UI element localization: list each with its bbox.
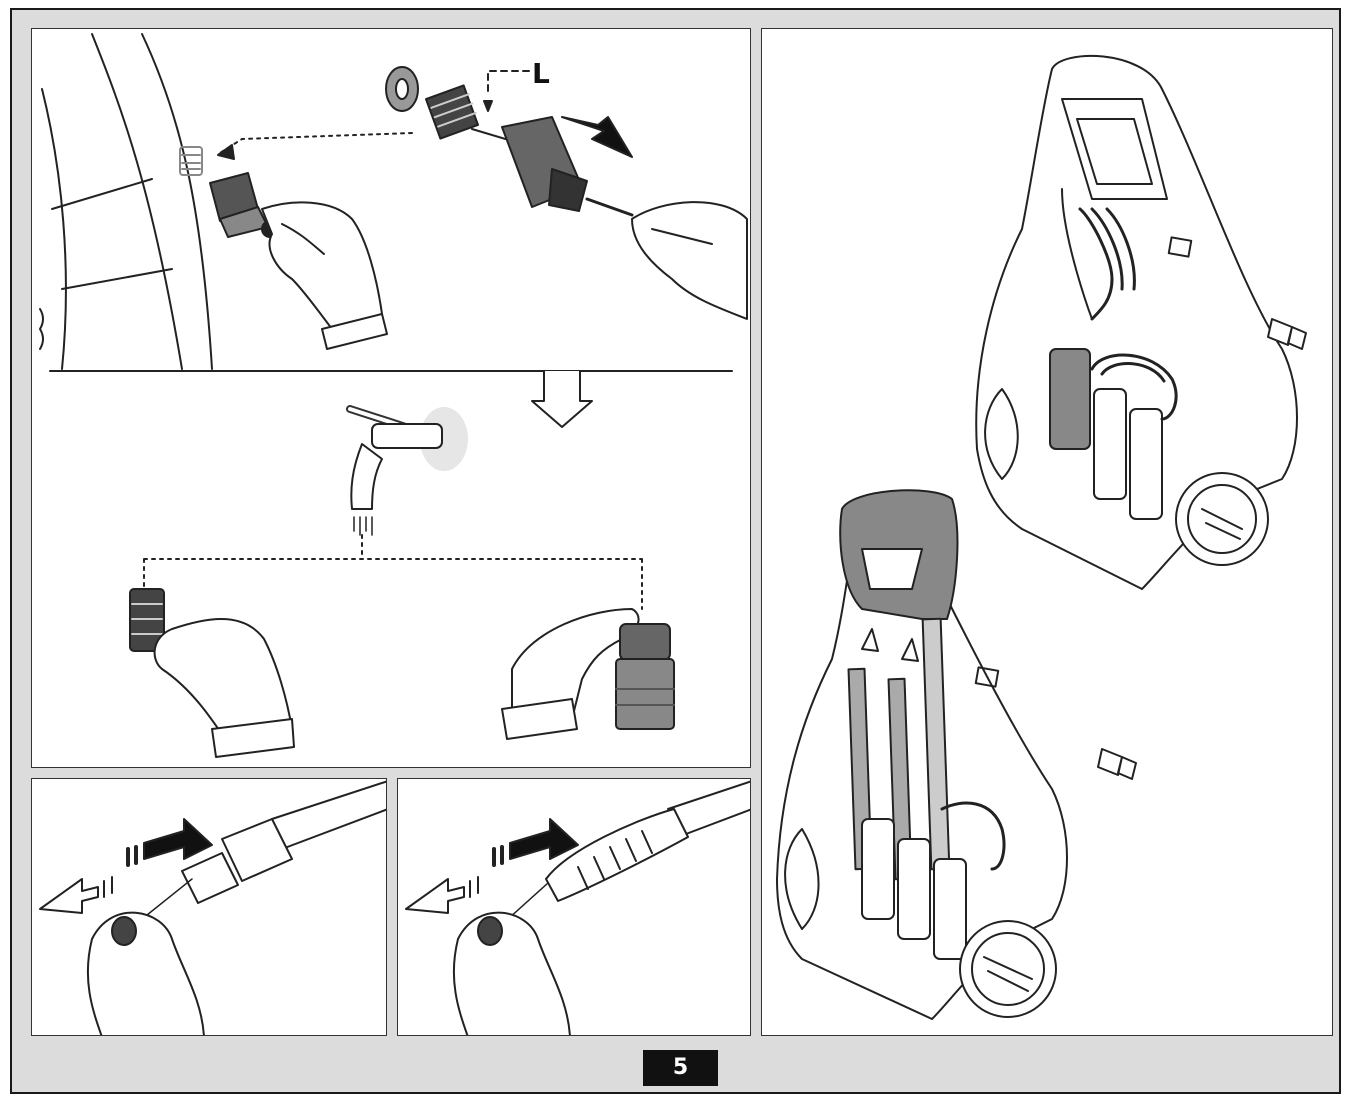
lance-tube xyxy=(667,780,750,838)
machine-top-view xyxy=(975,54,1307,590)
rotary-nozzle xyxy=(545,808,689,902)
dotted-split-lines xyxy=(143,534,643,610)
hand-bottom-right xyxy=(452,911,571,1035)
pull-arrow-trail xyxy=(469,876,479,898)
push-arrow xyxy=(509,818,579,860)
filter-callout-label: L xyxy=(532,57,550,90)
filter-cleaning-illustration xyxy=(39,33,748,758)
machine-storage-panel xyxy=(761,28,1333,1036)
connector-removed xyxy=(209,172,279,238)
water-tap-icon xyxy=(346,405,468,536)
pull-arrow-trail xyxy=(103,876,113,898)
filter-exploded-view xyxy=(385,66,634,217)
needle-grip xyxy=(477,916,503,946)
callout-leader xyxy=(487,70,533,92)
push-arrow xyxy=(143,818,213,860)
arrow-head xyxy=(217,144,235,160)
nozzle-cleaning-illustration-left xyxy=(39,780,386,1035)
pull-arrow xyxy=(405,878,465,914)
needle-grip xyxy=(111,916,137,946)
cleaning-needle xyxy=(141,878,193,920)
hand-left-top xyxy=(261,201,388,350)
push-arrow-trail xyxy=(126,845,138,867)
water-inlet-thread xyxy=(179,146,203,176)
nozzle-body xyxy=(221,818,293,882)
machine-body-outline xyxy=(39,33,213,370)
strainer-hand xyxy=(129,588,295,758)
machine-storage-illustration xyxy=(776,54,1307,1020)
rotary-nozzle-ribs xyxy=(577,830,653,890)
push-arrow-trail xyxy=(492,845,504,867)
manual-page: L xyxy=(10,8,1341,1094)
nozzle-cleaning-illustration-right xyxy=(405,780,750,1035)
machine-bottom-view xyxy=(776,489,1137,1020)
cleaning-needle xyxy=(507,882,549,920)
nozzle-cleaning-panel-right xyxy=(397,778,751,1036)
hand-right-top xyxy=(631,201,748,320)
dotted-arrow-path xyxy=(219,132,413,154)
pull-arrow xyxy=(39,878,99,914)
lance-tube xyxy=(271,780,386,850)
nozzle-tip xyxy=(181,852,239,904)
page-number: 5 xyxy=(643,1050,718,1086)
connector-hand xyxy=(501,608,675,740)
filter-cleaning-panel: L xyxy=(31,28,751,768)
hand-bottom-left xyxy=(86,911,205,1035)
push-arrow xyxy=(561,116,633,158)
down-arrow xyxy=(531,370,593,428)
nozzle-cleaning-panel-left xyxy=(31,778,387,1036)
callout-leader-tip xyxy=(483,100,493,112)
